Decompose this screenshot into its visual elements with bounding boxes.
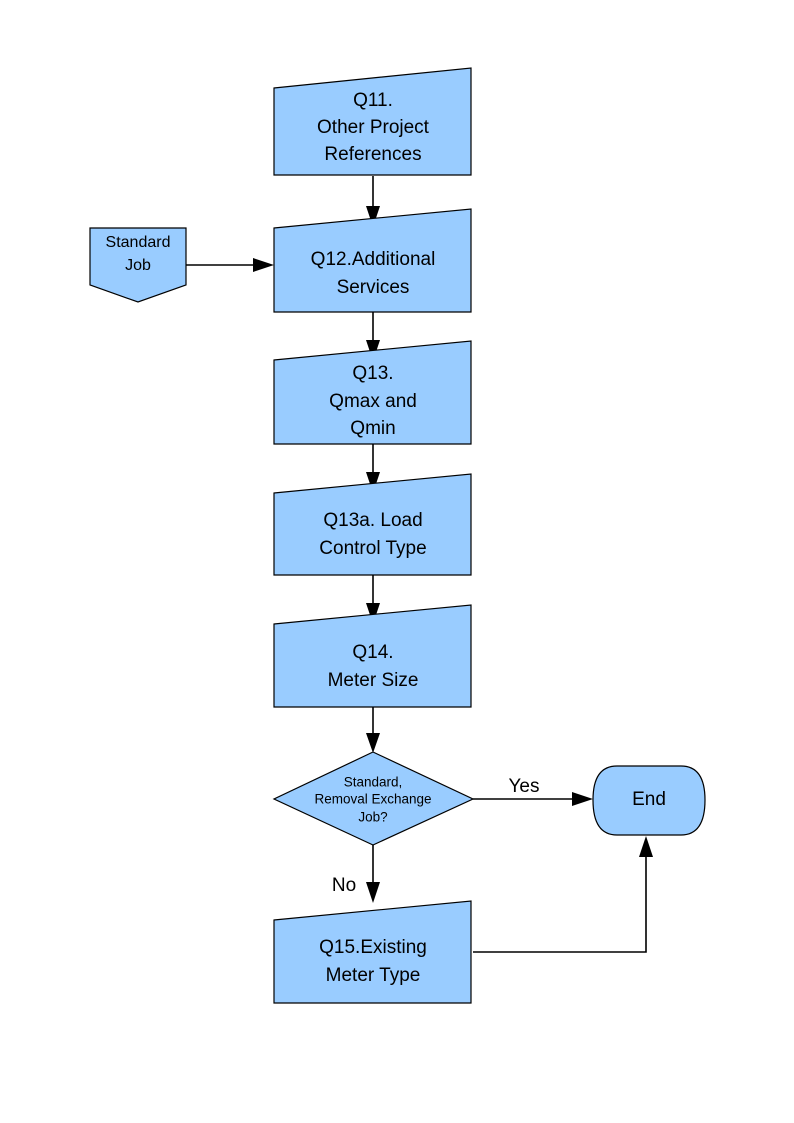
edge-decision-to-q15: [366, 845, 380, 903]
node-q15[interactable]: Q15.Existing Meter Type: [273, 900, 472, 1004]
q15-line-1: Q15.Existing: [319, 937, 427, 958]
q13-line-2: Qmax and: [329, 391, 417, 412]
standard-job-line-1: Standard: [106, 234, 171, 251]
edge-label-yes: Yes: [509, 776, 540, 797]
decision-line-3: Job?: [358, 810, 387, 825]
arrowhead: [366, 472, 380, 493]
node-standard-job[interactable]: Standard Job: [89, 227, 187, 303]
q12-line-1: Q12.Additional: [311, 249, 436, 270]
arrowhead: [572, 792, 593, 806]
q15-shape[interactable]: [273, 900, 472, 1004]
edge-label-no: No: [332, 875, 356, 896]
q11-shape[interactable]: [273, 67, 472, 176]
edge-decision-to-end: [473, 792, 593, 806]
node-end[interactable]: End: [592, 765, 706, 836]
decision-line-2: Removal Exchange: [314, 792, 431, 807]
node-q12[interactable]: Q12.Additional Services: [273, 208, 472, 313]
arrowhead: [366, 603, 380, 624]
arrowhead: [366, 882, 380, 903]
q11-line-3: References: [324, 144, 421, 165]
node-q13[interactable]: Q13. Qmax and Qmin: [273, 340, 472, 445]
node-q11[interactable]: Q11. Other Project References: [273, 67, 472, 176]
edge-line: [473, 852, 647, 953]
arrowhead: [639, 836, 653, 857]
q14-line-1: Q14.: [352, 642, 393, 663]
arrowhead: [253, 258, 274, 272]
standard-job-line-2: Job: [125, 257, 151, 274]
arrowhead: [366, 733, 380, 753]
end-label: End: [632, 789, 666, 810]
edge-q13-to-q13a: [366, 444, 380, 493]
edge-q13a-to-q14: [366, 575, 380, 624]
q11-line-1: Q11.: [353, 90, 393, 111]
q15-line-2: Meter Type: [326, 965, 421, 986]
node-q13a[interactable]: Q13a. Load Control Type: [273, 473, 472, 576]
arrowhead: [366, 206, 380, 227]
q12-shape[interactable]: [273, 208, 472, 313]
node-q14[interactable]: Q14. Meter Size: [273, 604, 472, 708]
end-shape[interactable]: [592, 765, 706, 836]
standard-job-shape[interactable]: [89, 227, 187, 303]
q13a-line-1: Q13a. Load: [323, 510, 422, 531]
decision-line-1: Standard,: [344, 775, 403, 790]
node-decision[interactable]: Standard, Removal Exchange Job?: [272, 751, 475, 846]
q13a-line-2: Control Type: [319, 538, 426, 559]
q13-line-1: Q13.: [352, 363, 393, 384]
q14-shape[interactable]: [273, 604, 472, 708]
q12-line-2: Services: [337, 277, 410, 298]
edge-standardjob-to-q12: [186, 258, 274, 272]
edge-q14-to-decision: [366, 707, 380, 753]
edge-q15-to-end: [473, 836, 653, 953]
q13-shape[interactable]: [273, 340, 472, 445]
q13a-shape[interactable]: [273, 473, 472, 576]
q11-line-2: Other Project: [317, 117, 430, 138]
q13-line-3: Qmin: [350, 418, 395, 439]
edge-q11-to-q12: [366, 176, 380, 227]
decision-shape[interactable]: [272, 751, 475, 846]
q14-line-2: Meter Size: [328, 670, 419, 691]
